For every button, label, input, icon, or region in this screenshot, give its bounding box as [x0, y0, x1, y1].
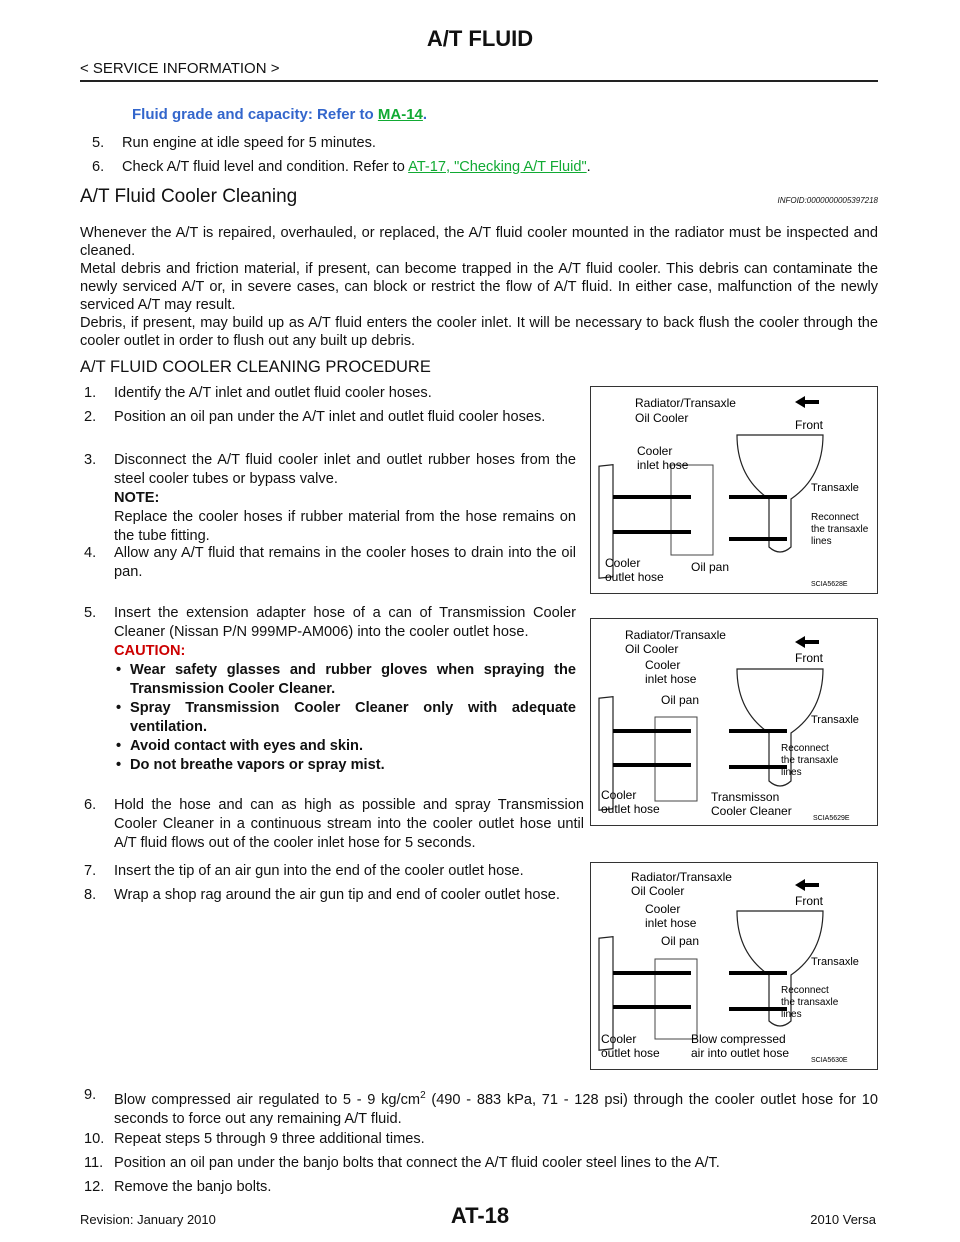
checking-fluid-link[interactable]: AT-17, "Checking A/T Fluid": [408, 159, 587, 175]
label: Cooler: [601, 1032, 636, 1046]
label: the transaxle: [781, 755, 839, 766]
front-arrow-icon: [795, 879, 819, 891]
figure-cooler-hoses: Radiator/Transaxle Oil Cooler Front Cool…: [590, 386, 878, 594]
caution-item: Spray Transmission Cooler Cleaner only w…: [114, 699, 576, 737]
page-number: AT-18: [450, 1203, 510, 1228]
figure-id: SCIA5628E: [811, 581, 848, 588]
step-6: 6.Hold the hose and can as high as possi…: [84, 797, 584, 851]
label: Reconnect: [781, 985, 829, 996]
figure-id: SCIA5629E: [813, 815, 850, 822]
step-1: 1.Identify the A/T inlet and outlet flui…: [84, 385, 432, 401]
ma14-link[interactable]: MA-14: [377, 106, 423, 123]
label: Cooler: [645, 658, 680, 672]
radiator-shape: [598, 464, 614, 579]
note-label: NOTE:: [114, 490, 160, 506]
label: inlet hose: [645, 916, 697, 930]
label: Blow compressed: [691, 1032, 786, 1046]
caution-item: Do not breathe vapors or spray mist.: [114, 756, 576, 775]
transaxle-shape: [736, 910, 824, 1027]
header-rule: [80, 80, 878, 82]
label: Cooler: [605, 556, 640, 570]
step-12: 12.Remove the banjo bolts.: [84, 1179, 272, 1195]
model-text: 2010 Versa: [810, 1212, 876, 1227]
step-5: 5. Insert the extension adapter hose of …: [84, 604, 576, 775]
label: Reconnect: [811, 512, 859, 523]
step-11: 11.Position an oil pan under the banjo b…: [84, 1155, 720, 1171]
label: Radiator/Transaxle: [635, 396, 736, 410]
pre-step-5: 5. Run engine at idle speed for 5 minute…: [92, 135, 376, 151]
paragraph: Whenever the A/T is repaired, overhauled…: [80, 225, 878, 259]
label: Front: [795, 651, 824, 665]
label: outlet hose: [601, 802, 660, 816]
label: Oil pan: [661, 693, 699, 707]
label: Front: [795, 418, 824, 432]
caution-item: Avoid contact with eyes and skin.: [114, 737, 576, 756]
revision-text: Revision: January 2010: [80, 1212, 216, 1227]
paragraph: Debris, if present, may build up as A/T …: [80, 315, 878, 349]
label: Reconnect: [781, 743, 829, 754]
label: Transaxle: [811, 956, 859, 968]
step-10: 10.Repeat steps 5 through 9 three additi…: [84, 1131, 425, 1147]
fluid-note-label: Fluid grade and capacity: Refer to: [132, 106, 374, 123]
section-tag: < SERVICE INFORMATION >: [80, 60, 280, 77]
label: outlet hose: [601, 1046, 660, 1060]
label: air into outlet hose: [691, 1046, 789, 1060]
label: Oil Cooler: [625, 642, 678, 656]
radiator-shape: [598, 696, 614, 811]
label: lines: [781, 1009, 802, 1020]
label: Oil pan: [661, 934, 699, 948]
procedure-heading: A/T FLUID COOLER CLEANING PROCEDURE: [80, 358, 431, 376]
intro-text: Whenever the A/T is repaired, overhauled…: [80, 224, 878, 350]
figure-id: SCIA5630E: [811, 1057, 848, 1064]
section-heading: A/T Fluid Cooler Cleaning: [80, 186, 298, 207]
figure-air-blow: Radiator/Transaxle Oil Cooler Front Cool…: [590, 862, 878, 1070]
label: Cooler: [637, 444, 672, 458]
radiator-shape: [598, 936, 614, 1051]
transaxle-shape: [736, 434, 824, 553]
label: Cooler: [645, 902, 680, 916]
label: Transmisson: [711, 790, 779, 804]
label: Radiator/Transaxle: [625, 628, 726, 642]
fluid-grade-note: Fluid grade and capacity: Refer to MA-14…: [132, 106, 427, 123]
step-3: 3. Disconnect the A/T fluid cooler inlet…: [84, 452, 576, 544]
paragraph: Metal debris and friction material, if p…: [80, 261, 878, 313]
label: Transaxle: [811, 714, 859, 726]
label: lines: [781, 767, 802, 778]
step-4: 4.Allow any A/T fluid that remains in th…: [84, 545, 576, 580]
transaxle-shape: [736, 668, 824, 787]
label: Oil Cooler: [631, 884, 684, 898]
step-7: 7.Insert the tip of an air gun into the …: [84, 863, 524, 879]
label: the transaxle: [811, 524, 869, 535]
label: inlet hose: [645, 672, 697, 686]
label: Radiator/Transaxle: [631, 870, 732, 884]
step-8: 8.Wrap a shop rag around the air gun tip…: [84, 887, 560, 903]
front-arrow-icon: [795, 636, 819, 648]
front-arrow-icon: [795, 396, 819, 408]
label: Cooler: [601, 788, 636, 802]
hose-bracket: [670, 464, 714, 556]
label: the transaxle: [781, 997, 839, 1008]
step-9: 9. Blow compressed air regulated to 5 - …: [84, 1087, 878, 1127]
pre-step-6: 6. Check A/T fluid level and condition. …: [92, 159, 591, 175]
label: Oil Cooler: [635, 411, 688, 425]
info-id: INFOID:0000000005397218: [777, 196, 878, 205]
page-title: A/T FLUID: [426, 26, 534, 51]
fluid-note-end: .: [422, 106, 428, 123]
note-text: Replace the cooler hoses if rubber mater…: [114, 509, 576, 544]
caution-label: CAUTION:: [114, 643, 186, 659]
figure-cooler-cleaner: Radiator/Transaxle Oil Cooler Front Cool…: [590, 618, 878, 826]
caution-item: Wear safety glasses and rubber gloves wh…: [114, 661, 576, 699]
label: Cooler Cleaner: [711, 804, 792, 818]
label: Front: [795, 894, 824, 908]
label: Oil pan: [691, 560, 729, 574]
label: inlet hose: [637, 458, 689, 472]
label: Transaxle: [811, 482, 859, 494]
step-2: 2.Position an oil pan under the A/T inle…: [84, 409, 546, 425]
label: outlet hose: [605, 570, 664, 584]
label: lines: [811, 536, 832, 547]
